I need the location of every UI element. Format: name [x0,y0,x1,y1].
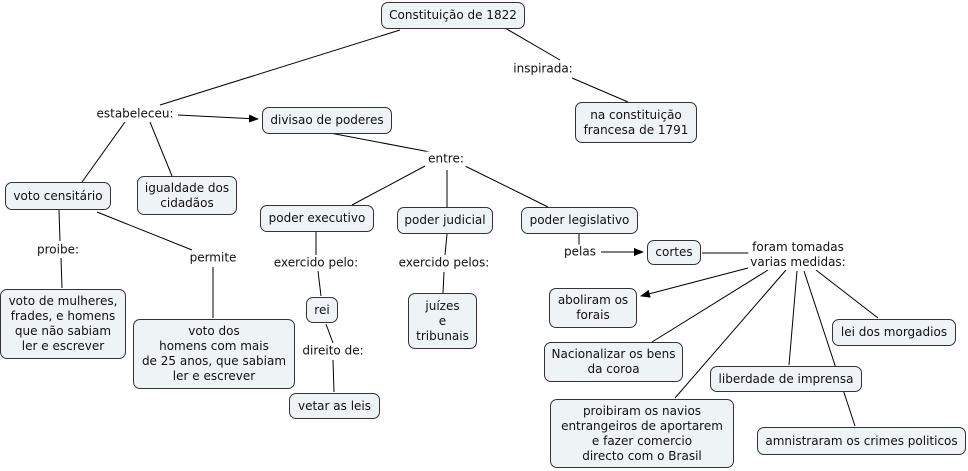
node-voto-censitario[interactable]: voto censitário [5,182,111,210]
node-poder-legislativo[interactable]: poder legislativo [521,207,638,234]
node-poder-executivo[interactable]: poder executivo [260,205,374,232]
node-cortes[interactable]: cortes [647,240,701,265]
node-aboliram-forais[interactable]: aboliram os forais [549,288,637,328]
link-label-exercido-pelos: exercido pelos: [396,255,492,271]
node-voto-mulheres[interactable]: voto de mulheres, frades, e homens que n… [0,289,126,359]
node-liberdade-imprensa[interactable]: liberdade de imprensa [710,366,862,392]
node-voto-homens[interactable]: voto dos homens com mais de 25 anos, que… [133,319,295,389]
node-rei[interactable]: rei [306,297,338,323]
link-label-estabeleceu: estabeleceu: [94,106,176,122]
link-label-direito-de: direito de: [300,343,366,359]
link-label-proibe: proibe: [34,242,82,258]
node-nacionalizar-bens[interactable]: Nacionalizar os bens da coroa [544,342,683,382]
node-igualdade-cidadaos[interactable]: igualdade dos cidadãos [137,176,237,215]
node-juizes-tribunais[interactable]: juízes e tribunais [408,293,477,349]
link-label-entre: entre: [426,151,466,167]
node-amnistraram-crimes[interactable]: amnistraram os crimes politicos [757,427,966,455]
node-constituicao-francesa[interactable]: na constituição francesa de 1791 [575,102,697,143]
link-label-medidas: foram tomadas varias medidas: [748,240,848,270]
link-label-exercido-pelo: exercido pelo: [271,255,361,271]
link-label-inspirada: inspirada: [511,61,575,77]
link-label-pelas: pelas [562,244,598,260]
node-poder-judicial[interactable]: poder judicial [397,207,493,234]
node-vetar-leis[interactable]: vetar as leis [289,393,380,419]
node-constituicao-1822[interactable]: Constituição de 1822 [381,2,525,29]
node-divisao-poderes[interactable]: divisao de poderes [262,107,392,134]
node-lei-morgadios[interactable]: lei dos morgadios [832,319,956,346]
link-label-permite: permite [187,250,239,266]
node-proibiram-navios[interactable]: proibiram os navios entrangeiros de apor… [550,399,734,468]
